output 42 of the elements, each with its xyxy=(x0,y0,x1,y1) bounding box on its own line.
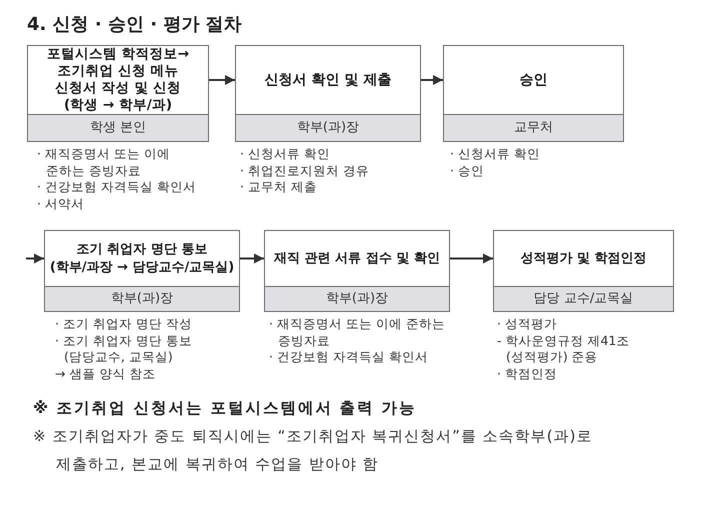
note-item: · 건강보험 자격득실 확인서 xyxy=(37,179,197,196)
note-item: · 신청서류 확인 xyxy=(450,146,541,162)
step-title: 신청서 확인 및 제출 xyxy=(264,72,392,88)
note-item: · 서약서 xyxy=(37,196,85,212)
arrow xyxy=(209,75,235,85)
footnote: ※ 조기취업 신청서는 포털시스템에서 출력 가능 xyxy=(33,398,418,419)
step-title: 조기 취업자 명단 통보 (학부/과장 → 담당교수/교목실) xyxy=(48,240,236,276)
footnote: ※ 조기취업자가 중도 퇴직시에는 “조기취업자 복귀신청서”를 소속학부(과)로 제출하고, 본교에 복귀하여 수업을 받아야 함 xyxy=(33,426,594,475)
note-item: · 신청서류 확인 xyxy=(240,146,331,162)
step-title: 승인 xyxy=(520,72,548,88)
process-box xyxy=(493,230,674,312)
note-item: · 재직증명서 또는 이에 준하는 증빙자료 xyxy=(269,316,446,349)
arrow xyxy=(421,75,443,85)
note-item: · 학점인정 xyxy=(497,366,558,382)
role-band: 담당 교수/교목실 xyxy=(494,286,673,311)
role-band: 학생 본인 xyxy=(28,114,208,141)
note-item: · 조기 취업자 명단 작성 xyxy=(55,316,193,332)
note-item: · 건강보험 자격득실 확인서 xyxy=(269,349,429,366)
note-item: · 취업진로지원처 경유 xyxy=(240,162,370,179)
role-band: 교무처 xyxy=(444,114,623,141)
note-item: - 학사운영규정 제41조 (성적평가) 준용 xyxy=(497,332,630,366)
step-title: 포털시스템 학적정보→ 조기취업 신청 메뉴 신청서 작성 및 신청 (학생 → 학부/과) xyxy=(46,46,190,114)
arrow xyxy=(450,254,493,264)
step-title: 성적평가 및 학점인정 xyxy=(520,250,647,268)
page-title: 4. 신청 · 승인 · 평가 절차 xyxy=(27,13,242,37)
role-band: 학부(과)장 xyxy=(236,114,420,141)
note-item: · 교무처 제출 xyxy=(240,179,318,196)
arrow xyxy=(240,254,264,264)
note-item: · 승인 xyxy=(450,162,485,179)
note-item: · 성적평가 xyxy=(497,316,558,332)
process-box xyxy=(443,45,624,142)
process-box xyxy=(235,45,421,142)
process-box xyxy=(264,230,450,312)
note-item: · 조기 취업자 명단 통보 (담당교수, 교목실) xyxy=(55,332,193,366)
process-box xyxy=(27,45,209,142)
role-band: 학부(과)장 xyxy=(45,286,239,311)
arrow xyxy=(26,254,44,264)
note-item: · 재직증명서 또는 이에 준하는 증빙자료 xyxy=(37,146,171,179)
note-item: → 샘플 양식 참조 xyxy=(55,366,156,382)
process-box xyxy=(44,230,240,312)
role-band: 학부(과)장 xyxy=(265,286,449,311)
step-title: 재직 관련 서류 접수 및 확인 xyxy=(274,250,440,268)
